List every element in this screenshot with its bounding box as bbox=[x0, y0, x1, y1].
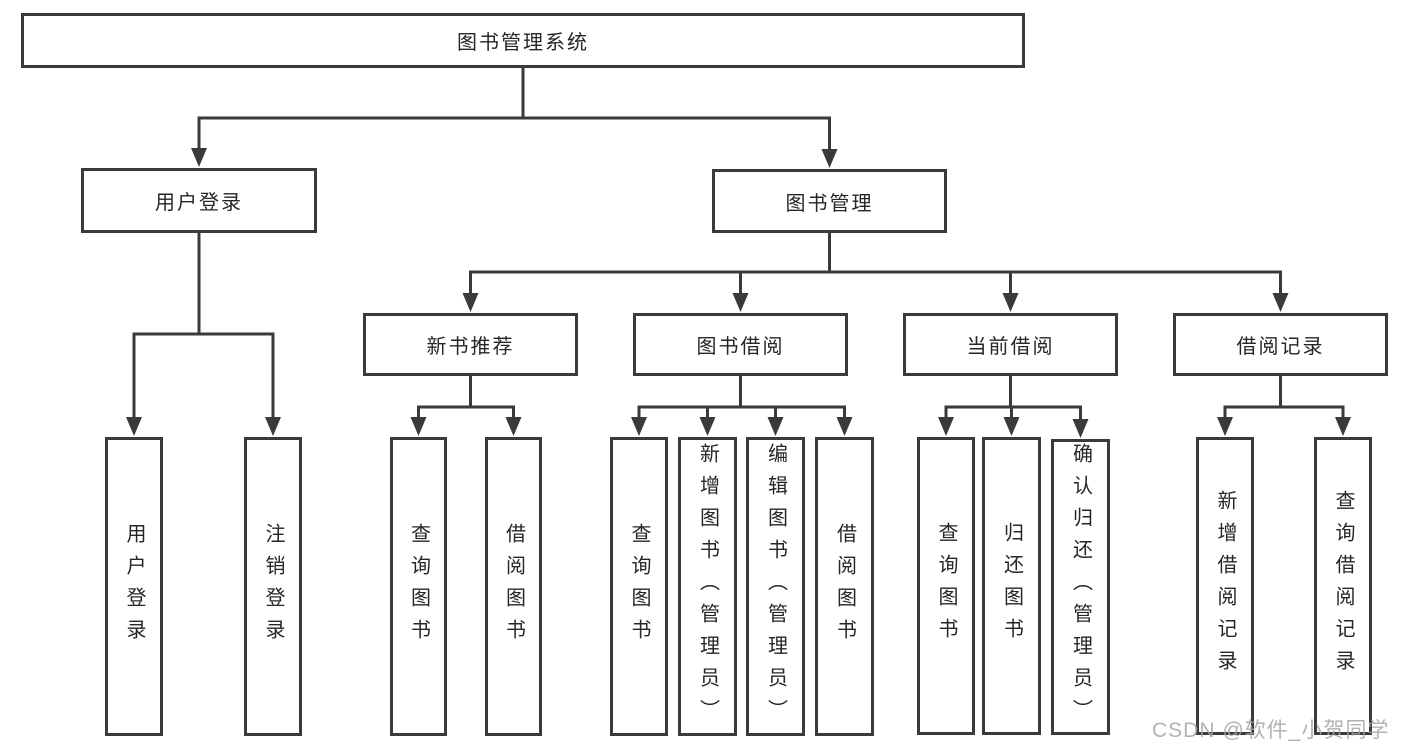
node-label-new-book-rec: 新书推荐 bbox=[426, 336, 515, 358]
arrowhead-icon bbox=[505, 417, 522, 436]
node-leaf-confirm-return: 确认归还（管理员） bbox=[1051, 439, 1110, 735]
node-label-leaf-borrow-books-1: 借阅图书 bbox=[502, 522, 525, 651]
node-leaf-query-books-1: 查询图书 bbox=[390, 437, 447, 736]
arrowhead-icon bbox=[462, 293, 479, 312]
node-label-leaf-return-books: 归还图书 bbox=[1000, 522, 1023, 650]
node-label-leaf-add-record: 新增借阅记录 bbox=[1214, 490, 1236, 682]
node-label-leaf-confirm-return: 确认归还（管理员） bbox=[1069, 443, 1092, 731]
node-label-current-borrow: 当前借阅 bbox=[966, 336, 1055, 358]
arrowhead-icon bbox=[410, 417, 427, 436]
node-current-borrow: 当前借阅 bbox=[903, 313, 1118, 376]
node-leaf-add-record: 新增借阅记录 bbox=[1196, 437, 1254, 735]
node-leaf-query-books-3: 查询图书 bbox=[917, 437, 975, 735]
node-new-book-rec: 新书推荐 bbox=[363, 313, 578, 376]
arrowhead-icon bbox=[265, 417, 281, 436]
arrowhead-icon bbox=[631, 417, 647, 436]
node-leaf-query-record: 查询借阅记录 bbox=[1314, 437, 1372, 735]
node-label-leaf-query-books-1: 查询图书 bbox=[407, 522, 430, 651]
node-label-user-login: 用户登录 bbox=[155, 192, 243, 214]
arrowhead-icon bbox=[699, 417, 716, 436]
node-label-leaf-query-books-3: 查询图书 bbox=[935, 522, 957, 650]
node-leaf-add-books: 新增图书（管理员） bbox=[678, 437, 737, 736]
node-label-root: 图书管理系统 bbox=[457, 32, 589, 54]
node-leaf-edit-books: 编辑图书（管理员） bbox=[746, 437, 805, 736]
node-label-leaf-edit-books: 编辑图书（管理员） bbox=[764, 442, 787, 731]
arrowhead-icon bbox=[767, 417, 784, 436]
node-label-book-mgmt: 图书管理 bbox=[785, 192, 874, 215]
node-user-login: 用户登录 bbox=[81, 168, 317, 233]
csdn-watermark: CSDN @软件_小贺同学 bbox=[1152, 719, 1390, 742]
arrowhead-icon bbox=[1335, 417, 1351, 436]
arrowhead-icon bbox=[821, 149, 838, 168]
node-root: 图书管理系统 bbox=[21, 13, 1025, 68]
arrowhead-icon bbox=[1217, 417, 1233, 436]
node-leaf-borrow-books-1: 借阅图书 bbox=[485, 437, 542, 736]
arrowhead-icon bbox=[836, 417, 853, 436]
node-book-mgmt: 图书管理 bbox=[712, 169, 947, 233]
arrowhead-icon bbox=[191, 148, 207, 167]
node-label-leaf-query-record: 查询借阅记录 bbox=[1332, 490, 1354, 682]
node-leaf-logout: 注销登录 bbox=[244, 437, 302, 736]
node-label-borrow-records: 借阅记录 bbox=[1236, 336, 1325, 358]
node-label-leaf-user-login: 用户登录 bbox=[123, 522, 145, 651]
node-leaf-return-books: 归还图书 bbox=[982, 437, 1041, 735]
arrowhead-icon bbox=[1272, 293, 1289, 312]
node-label-leaf-add-books: 新增图书（管理员） bbox=[696, 442, 719, 731]
node-book-borrow: 图书借阅 bbox=[633, 313, 848, 376]
node-label-leaf-query-books-2: 查询图书 bbox=[628, 522, 650, 651]
node-leaf-user-login: 用户登录 bbox=[105, 437, 163, 736]
node-label-book-borrow: 图书借阅 bbox=[696, 336, 785, 358]
node-leaf-borrow-books-2: 借阅图书 bbox=[815, 437, 874, 736]
node-borrow-records: 借阅记录 bbox=[1173, 313, 1388, 376]
arrowhead-icon bbox=[1002, 293, 1019, 312]
arrowhead-icon bbox=[732, 293, 749, 312]
arrowhead-icon bbox=[1003, 417, 1020, 436]
arrowhead-icon bbox=[126, 417, 142, 436]
arrowhead-icon bbox=[1072, 419, 1089, 438]
node-label-leaf-borrow-books-2: 借阅图书 bbox=[833, 522, 856, 651]
node-label-leaf-logout: 注销登录 bbox=[262, 522, 284, 651]
arrowhead-icon bbox=[938, 417, 954, 436]
node-leaf-query-books-2: 查询图书 bbox=[610, 437, 668, 736]
